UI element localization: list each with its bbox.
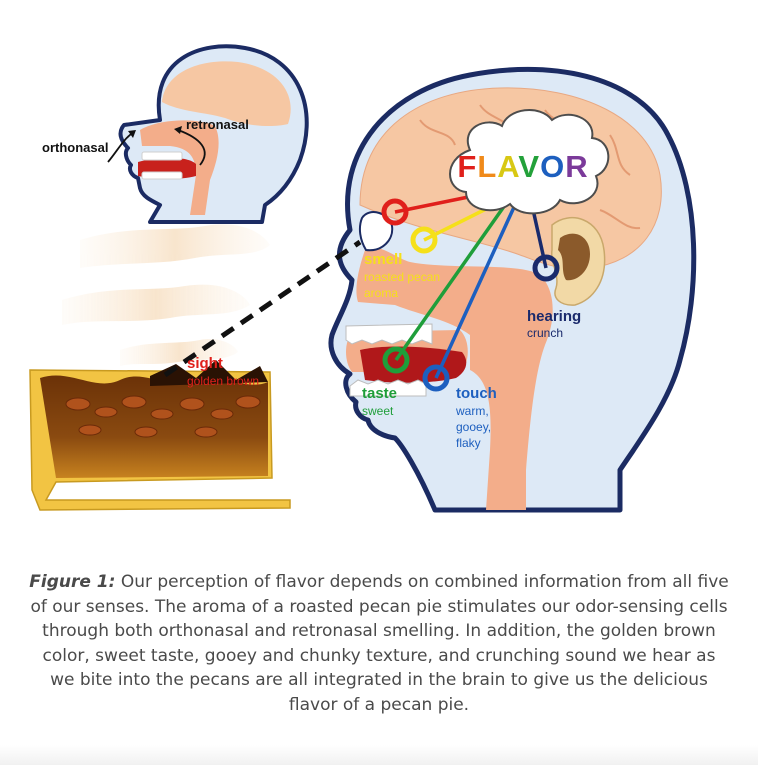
figure-caption: Figure 1: Our perception of flavor depen…: [28, 570, 730, 717]
hearing-circle: [532, 254, 560, 282]
flavor-letter: A: [497, 149, 519, 184]
taste-label: taste: [362, 385, 397, 402]
flavor-letter: O: [540, 149, 565, 184]
sight-detail: golden brown: [187, 374, 259, 388]
orthonasal-label: orthonasal: [42, 140, 108, 155]
smell-detail-line-1: roasted pecan: [364, 270, 440, 284]
taste-circle: [382, 346, 410, 374]
touch-line: [434, 204, 517, 379]
steam: [62, 224, 270, 366]
taste-line: [394, 203, 507, 362]
sight-label: sight: [187, 355, 223, 372]
flavor-cloud-shape: [449, 108, 610, 215]
flavor-word: FLAVOR: [457, 149, 588, 184]
pie-filling: [40, 375, 268, 478]
footer-shadow: [0, 745, 758, 765]
touch-circle: [422, 364, 450, 392]
hearing-label: hearing: [527, 308, 581, 325]
retronasal-arrowhead: [174, 126, 182, 134]
orthonasal-arrowhead: [128, 130, 136, 138]
big-lower-teeth: [349, 379, 427, 397]
big-tongue: [360, 346, 467, 383]
small-upper-teeth: [141, 151, 183, 161]
sense-labels: sight golden brown smell roasted pecan a…: [187, 251, 581, 450]
flavor-letter: R: [565, 149, 588, 184]
touch-detail-line-1: warm,: [455, 404, 489, 418]
smell-circle-yellow: [410, 226, 438, 254]
smell-label: smell: [364, 251, 402, 268]
smell-detail-line-2: aroma: [364, 286, 398, 300]
pecans: [65, 395, 261, 438]
pecan-pie: [29, 360, 291, 511]
hearing-detail: crunch: [527, 326, 563, 340]
flavor-senses-diagram: orthonasal retronasal: [29, 44, 697, 513]
sight-line: [163, 239, 362, 378]
retronasal-label: retronasal: [186, 117, 249, 132]
flavor-letter: F: [457, 149, 477, 184]
touch-label: touch: [456, 385, 497, 402]
big-nasal-throat: [356, 247, 553, 510]
small-lower-teeth: [141, 171, 183, 180]
small-head: orthonasal retronasal: [42, 44, 309, 224]
small-brain: [162, 61, 291, 126]
flavor-letter: V: [518, 149, 540, 184]
pie-broken-top: [150, 360, 268, 386]
smell-circle-red: [381, 198, 409, 226]
small-nasal-passage: [140, 120, 219, 215]
taste-detail: sweet: [362, 404, 394, 418]
figure-caption-text: Our perception of flavor depends on comb…: [30, 572, 729, 715]
touch-detail-line-3: flaky: [456, 436, 481, 450]
touch-detail-line-2: gooey,: [456, 420, 491, 434]
flavor-letter: L: [477, 149, 497, 184]
olfactory-nerve-tip: [358, 211, 394, 252]
retronasal-arrow: [177, 129, 206, 166]
figure-caption-lead: Figure 1:: [29, 572, 116, 592]
sense-circles: [381, 198, 560, 392]
ear-canal: [558, 233, 590, 281]
flavor-cloud: FLAVOR: [449, 108, 610, 215]
